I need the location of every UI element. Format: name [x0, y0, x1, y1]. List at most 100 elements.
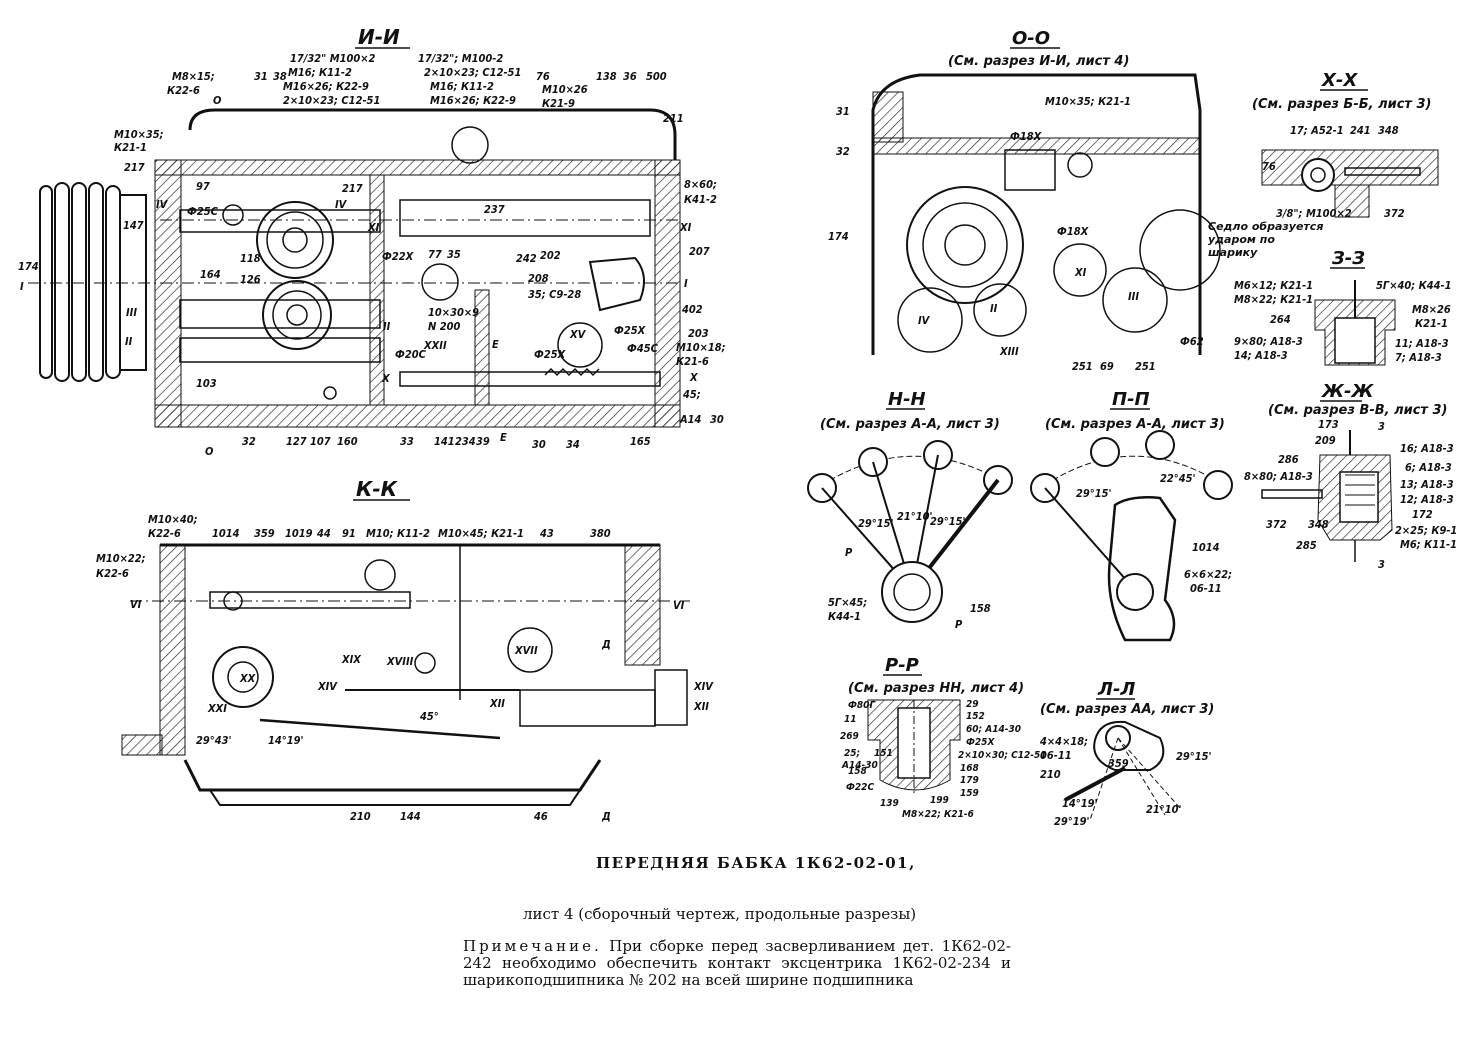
callout-label: 208	[528, 272, 549, 285]
callout-label: О	[213, 94, 222, 107]
callout-label: 6×6×22;	[1184, 568, 1232, 581]
callout-label: 126	[240, 273, 261, 286]
view-xx-labels: 17; А52-1 241 348 76 3/8"; М100×2 372	[1262, 124, 1405, 220]
callout-label: К41-2	[684, 193, 717, 206]
drawing-title: ПЕРЕДНЯЯ БАБКА 1К62-02-01,	[596, 854, 916, 872]
callout-label: 60; А14-30	[966, 724, 1021, 735]
drawing-subtitle: лист 4 (сборочный чертеж, продольные раз…	[523, 905, 917, 923]
callout-label: 33	[400, 435, 414, 448]
callout-label: 34	[566, 438, 580, 451]
callout-label: 29°43'	[196, 734, 232, 747]
callout-label: 4×4×18;	[1040, 735, 1088, 748]
callout-label: К22-6	[167, 84, 200, 97]
view-xx-note: Седло образуется ударом по шарику	[1208, 220, 1324, 259]
callout-label: 5Г×45;	[828, 596, 867, 609]
callout-label: VI	[130, 598, 142, 611]
callout-label: 29°15'	[1076, 487, 1112, 500]
callout-label: 359	[254, 527, 275, 540]
callout-label: 151	[874, 748, 893, 759]
callout-label: 237	[484, 203, 505, 216]
callout-label: 269	[840, 731, 859, 742]
callout-label: 152	[966, 711, 985, 722]
callout-label: 210	[1040, 768, 1061, 781]
callout-label: X	[689, 371, 699, 384]
callout-label: Ф25Х	[614, 324, 647, 337]
callout-label: 251	[1072, 360, 1093, 373]
callout-label: P	[845, 546, 853, 559]
callout-label: 158	[848, 766, 867, 777]
callout-label: 14; А18-3	[1234, 349, 1288, 362]
view-section-zhzh: Ж-Ж (См. разрез В-В, лист 3) 3 173 209 2…	[1244, 381, 1457, 571]
callout-label: Ф62	[1180, 335, 1204, 348]
callout-label: Ф22С	[846, 782, 874, 793]
callout-label: 22°45'	[1160, 472, 1196, 485]
callout-label: 3	[1378, 420, 1385, 433]
callout-label: IV	[335, 198, 348, 211]
callout-label: 12; А18-3	[1400, 493, 1454, 506]
callout-label: 35; С9-28	[528, 288, 581, 301]
callout-label: М10×18;	[676, 341, 726, 354]
view-ll-labels: 4×4×18; 06-11 29°15' 359 210 14°19' 21°1…	[1040, 735, 1212, 828]
callout-label: 147	[123, 219, 144, 232]
callout-label: 207	[689, 245, 710, 258]
callout-label: 6; А18-3	[1405, 461, 1452, 474]
callout-label: 5Г×40; К44-1	[1376, 279, 1452, 292]
view-section-xx: Х-Х (См. разрез Б-Б, лист 3) 17; А52-1 2…	[1208, 70, 1439, 259]
callout-label: 16; А18-3	[1400, 442, 1454, 455]
callout-label: Ф18Х	[1010, 130, 1043, 143]
view-xx-title: Х-Х	[1321, 70, 1358, 91]
headstock-housing	[154, 108, 681, 428]
callout-label: 29	[966, 699, 979, 710]
callout-label: XI	[367, 221, 380, 234]
view-section-ll: Л-Л (См. разрез АА, лист 3) 4×4×18; 06-1…	[1040, 679, 1214, 828]
callout-label: 69	[1100, 360, 1114, 373]
callout-label: 173	[1318, 418, 1339, 431]
callout-label: М10×45; К21-1	[438, 527, 524, 540]
callout-label: А14	[679, 413, 702, 426]
callout-label: М10×26	[542, 83, 588, 96]
callout-label: 97	[196, 180, 210, 193]
callout-label: XII	[489, 697, 505, 710]
callout-label: 372	[1384, 207, 1405, 220]
callout-label: К22-6	[96, 567, 129, 580]
callout-label: 30	[532, 438, 546, 451]
view-rr-labels: Ф80Г 29 11 152 269 60; А14-30 Ф25Х 25; 2…	[840, 699, 1046, 820]
callout-label: 285	[1296, 539, 1317, 552]
callout-label: 2×10×23; С12-51	[424, 66, 521, 79]
view-section-kk: К-К М10×40; К22-6 1014	[96, 477, 714, 823]
view-section-pp: П-П (См. разрез А-А, лист 3) 22°45' 29°1…	[1030, 389, 1233, 642]
assembly-note: Примечание. При сборке перед засверливан…	[463, 938, 1011, 989]
callout-label: Ф25С	[187, 205, 219, 218]
callout-label: 25;	[844, 748, 860, 759]
view-oo-ref: (См. разрез И-И, лист 4)	[948, 54, 1129, 69]
callout-label: IV	[918, 314, 931, 327]
callout-label: 1014	[1192, 541, 1220, 554]
callout-label: 3/8"; М100×2	[1276, 207, 1352, 220]
callout-label: М6; К11-1	[1400, 538, 1457, 551]
callout-label: 168	[960, 763, 979, 774]
view-zz-labels: М6×12; К21-1 5Г×40; К44-1 М8×22; К21-1 М…	[1234, 279, 1452, 364]
callout-label: 17/32" М100×2	[290, 52, 376, 65]
view-zz-title: З-З	[1331, 248, 1365, 269]
callout-label: Ф22Х	[382, 250, 415, 263]
callout-label: 29°19'	[1054, 815, 1090, 828]
callout-label: 2×25; К9-1	[1395, 524, 1457, 537]
shafts	[160, 199, 680, 387]
callout-label: К21-1	[114, 141, 147, 154]
callout-label: Д	[601, 810, 611, 823]
callout-label: 45°	[420, 710, 439, 723]
view-pp-labels: 22°45' 29°15' 1014 6×6×22; 06-11	[1076, 472, 1232, 595]
callout-label: VI	[673, 599, 685, 612]
callout-label: М8×22; К21-1	[1234, 293, 1313, 306]
view-section-hh: Н-Н (См. разрез А-А, лист 3) 29°15' 21°1…	[807, 389, 1013, 631]
callout-label: 7; А18-3	[1395, 351, 1442, 364]
callout-label: 251	[1135, 360, 1156, 373]
callout-label: К44-1	[828, 610, 861, 623]
view-zhzh-labels: 3 173 209 286 16; А18-3 8×80; А18-3 6; А…	[1244, 418, 1457, 571]
callout-label: 372	[1266, 518, 1287, 531]
callout-label: XX	[239, 672, 257, 685]
callout-label: М6×12; К21-1	[1234, 279, 1313, 292]
view-pp-ref: (См. разрез А-А, лист 3)	[1045, 417, 1225, 432]
view-ii-labels: М8×15; К22-6 О 31 38 17/32" М100×2 М16; …	[18, 52, 726, 458]
callout-label: 209	[1315, 434, 1336, 447]
